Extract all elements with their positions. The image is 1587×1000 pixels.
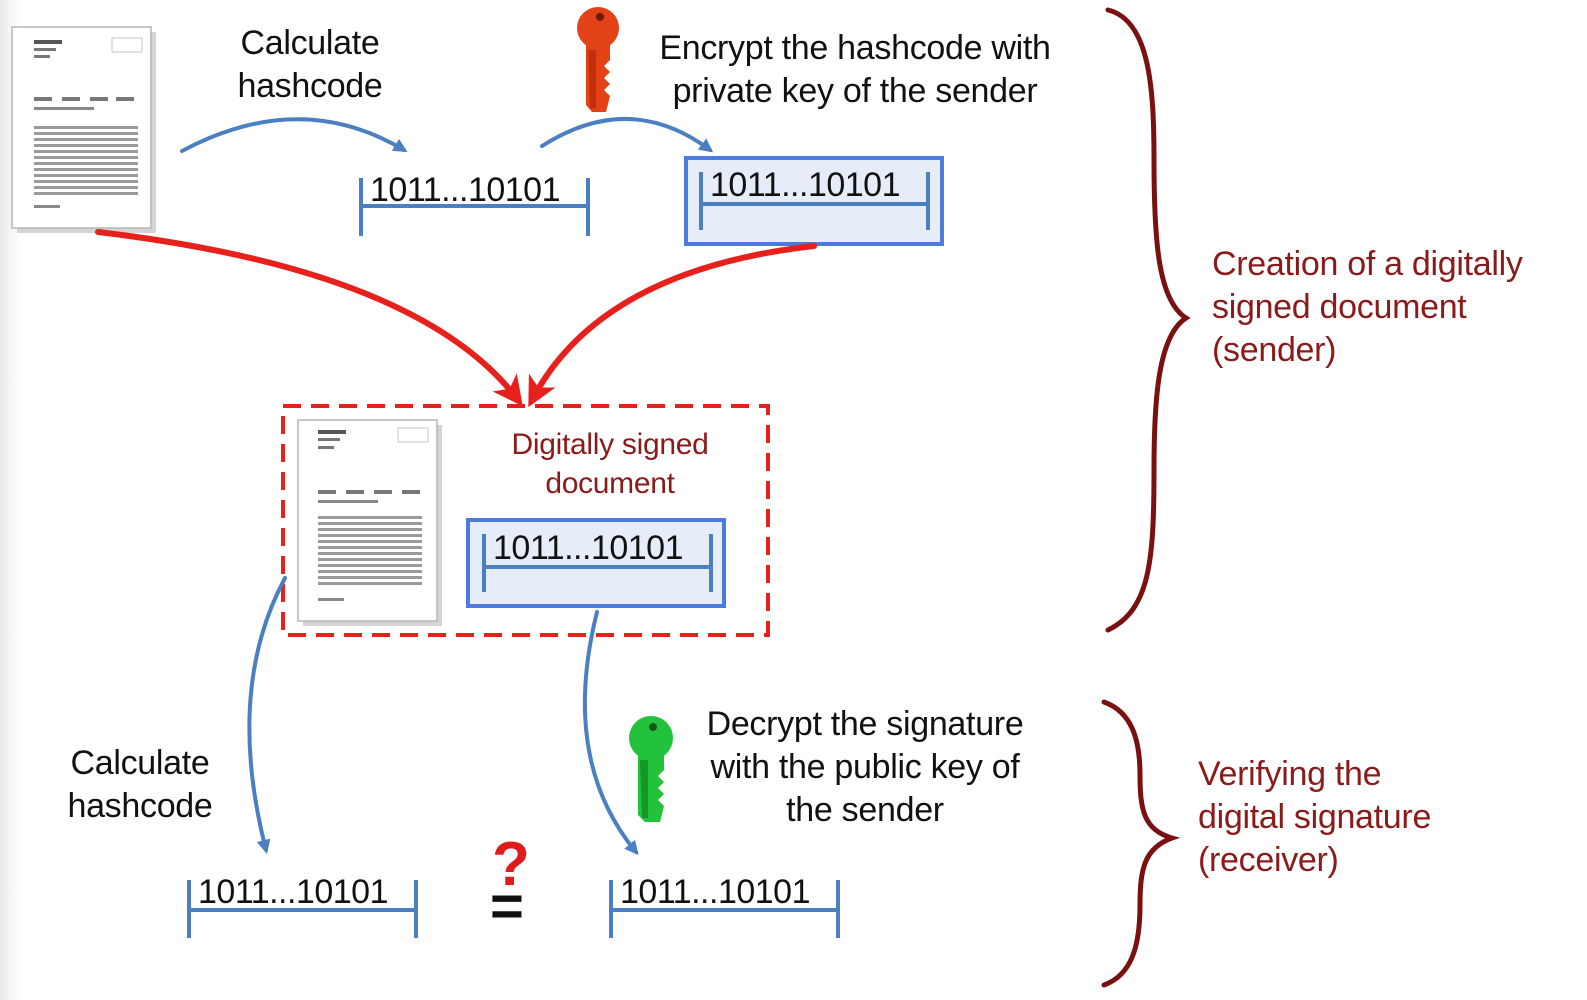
hash-encrypted-value: 1011...10101 <box>710 166 901 204</box>
arrow-sig-to-signed <box>528 243 817 408</box>
hash-decrypted-value: 1011...10101 <box>620 873 811 911</box>
verify-group-label: Verifying the digital signature (receive… <box>1198 755 1432 879</box>
creation-group-label: Creation of a digitally signed document … <box>1212 245 1523 369</box>
arrow-decrypt <box>582 610 639 856</box>
hash-bracket-embedded <box>482 534 713 592</box>
arrow-encrypt <box>540 117 714 153</box>
hash-top-value: 1011...10101 <box>370 171 561 209</box>
hash-embedded-value: 1011...10101 <box>493 529 684 567</box>
hash-calculated-value: 1011...10101 <box>198 873 389 911</box>
decrypt-step-label: Decrypt the signature with the public ke… <box>706 705 1024 829</box>
brace-verify <box>1101 699 1181 988</box>
question-mark: ? <box>492 830 530 899</box>
red-key-icon <box>577 7 619 112</box>
arrow-calc-hash-top <box>180 117 408 153</box>
hash-brackets <box>187 172 930 938</box>
brace-creation <box>1105 7 1191 633</box>
calc-hash-bottom-label: Calculate hashcode <box>67 744 213 825</box>
encrypt-step-label: Encrypt the hashcode with private key of… <box>659 29 1051 110</box>
hash-bracket-decrypted <box>609 880 840 938</box>
calc-hash-top-label: Calculate hashcode <box>237 24 383 105</box>
signed-document-label: Digitally signed document <box>511 428 709 500</box>
hash-bracket-calculated <box>187 880 418 938</box>
source-document-icon <box>11 26 156 233</box>
green-key-icon <box>629 716 673 822</box>
arrow-doc-to-signed <box>95 229 523 407</box>
hash-bracket-top <box>359 178 590 236</box>
signed-document-frame <box>281 404 770 637</box>
equals-sign: = <box>490 874 524 939</box>
hash-bracket-encrypted <box>699 172 930 230</box>
signed-document-icon <box>297 419 442 626</box>
encrypted-signature-box <box>684 156 944 246</box>
arrow-calc-hash-bottom <box>247 576 287 854</box>
embedded-signature-box <box>466 518 726 608</box>
